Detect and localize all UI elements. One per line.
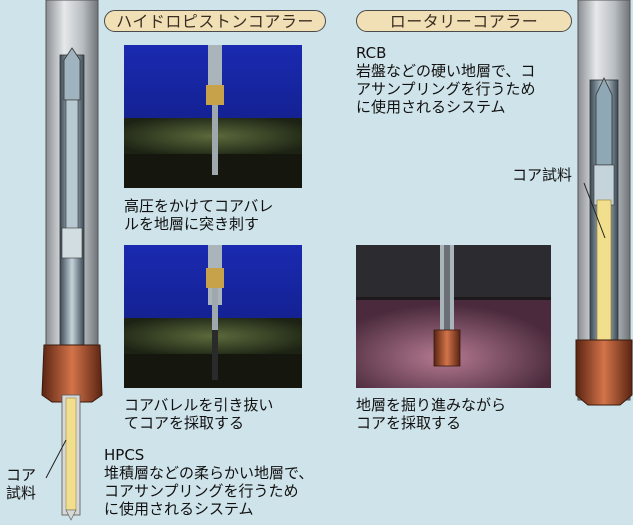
leader-lines [45,182,606,479]
caption-step-2-line-2: てコアを採取する [124,414,245,432]
hpcs-line-2: コアサンプリングを行うため [104,482,299,500]
rcb-tool [575,0,633,406]
hpcs-line-3: に使用されるシステム [104,500,254,518]
caption-rotary-line-1: 地層を掘り進みながら [356,396,507,414]
caption-step-1-line-2: ルを地層に突き刺す [124,215,260,233]
rcb-line-1: 岩盤などの硬い地層で、コ [356,62,536,80]
heading-rotary-corer: ロータリーコアラー [356,10,572,32]
hpcs-title: HPCS [104,446,145,464]
rcb-line-3: に使用されるシステム [356,98,506,116]
core-sample-label-right: コア試料 [512,166,573,184]
photo-hpc-penetrate [124,45,302,188]
caption-step-1-line-1: 高圧をかけてコアバレ [124,197,274,215]
rcb-description: RCB 岩盤などの硬い地層で、コ アサンプリングを行うため に使用されるシステム [356,44,536,116]
photo-rotary-drilling [356,245,551,388]
hpcs-description: HPCS 堆積層などの柔らかい地層で、 コアサンプリングを行うため に使用される… [104,446,313,518]
caption-step-1: 高圧をかけてコアバレ ルを地層に突き刺す [124,197,273,233]
rcb-line-2: アサンプリングを行うため [356,80,536,98]
hpcs-tool [41,0,103,521]
caption-step-2-line-1: コアバレルを引き抜い [124,396,274,414]
caption-rotary-line-2: コアを採取する [356,414,462,432]
caption-rotary-step: 地層を掘り進みながら コアを採取する [356,396,506,432]
heading-hydro-piston-corer: ハイドロピストンコアラー [104,10,326,32]
rcb-title: RCB [356,44,387,62]
core-sample-label-left: コア 試料 [6,466,36,502]
core-sample-left-line-2: 試料 [6,484,37,502]
hpcs-line-1: 堆積層などの柔らかい地層で、 [104,464,314,482]
core-sample-left-line-1: コア [6,466,37,484]
caption-step-2: コアバレルを引き抜い てコアを採取する [124,396,273,432]
photo-hpc-withdraw [124,245,302,388]
